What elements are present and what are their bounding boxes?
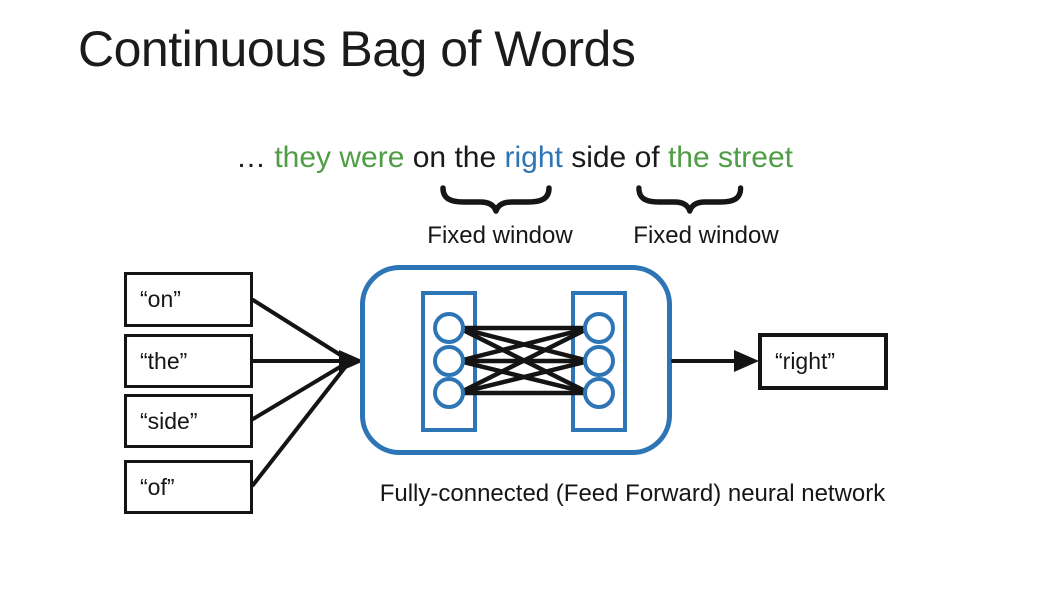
weight-line (456, 358, 592, 396)
input-word-label: “on” (140, 286, 181, 312)
output-neuron (583, 312, 615, 344)
input-neuron (433, 345, 465, 377)
output-arrowhead (734, 350, 759, 372)
input-neuron (433, 377, 465, 409)
input-word-box-of: “of” (124, 460, 253, 514)
brace-path (636, 185, 744, 214)
input-connector-lines (251, 298, 352, 487)
network-caption: Fully-connected (Feed Forward) neural ne… (379, 480, 886, 507)
weight-line (456, 325, 592, 396)
sentence-context-left-outer: they were (274, 141, 413, 174)
fixed-window-label-left: Fixed window (427, 222, 573, 249)
sentence-context-right-outer: the street (667, 141, 794, 174)
weight-line (456, 325, 592, 364)
input-word-label: “side” (140, 407, 198, 434)
sentence-target-word: right (504, 141, 572, 174)
input-word-box-on: “on” (124, 272, 253, 327)
input-arrowhead (339, 350, 364, 372)
fixed-window-brace-right (636, 185, 744, 214)
network-connection-lines (456, 325, 592, 396)
sentence-window-left: on the (412, 141, 505, 174)
input-word-box-side: “side” (124, 394, 253, 448)
input-word-box-the: “the” (124, 334, 253, 388)
output-neuron (583, 345, 615, 377)
connector-line-on (251, 298, 352, 363)
input-word-label: “the” (140, 347, 188, 374)
brace-path (440, 185, 552, 214)
neuron-circles (433, 312, 615, 409)
fixed-window-brace-left (440, 185, 552, 214)
output-word-box: “right” (758, 333, 888, 390)
input-word-label: “of” (140, 473, 175, 500)
output-neuron (583, 377, 615, 409)
fixed-window-label-right: Fixed window (633, 222, 779, 249)
connector-line-of (251, 359, 352, 487)
output-word-label: “right” (775, 348, 836, 374)
input-neuron (433, 312, 465, 344)
sentence-ellipsis: … (236, 141, 275, 174)
sentence-window-right: side of (571, 141, 668, 174)
slide-title: Continuous Bag of Words (78, 21, 636, 77)
example-sentence: … they were on the right side of the str… (236, 141, 793, 175)
connector-line-side (251, 359, 352, 421)
